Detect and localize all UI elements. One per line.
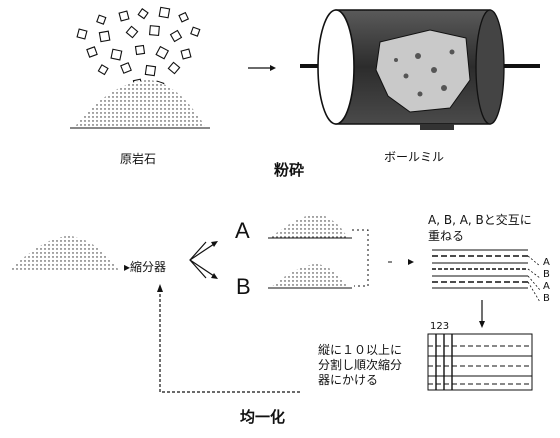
layer-label-a1: A [543, 257, 550, 268]
raw-ore-chunks [76, 6, 201, 91]
pile-a [270, 214, 348, 238]
layer-label-a2: A [543, 281, 550, 292]
raw-ore-label: 原岩石 [120, 152, 157, 166]
ball-mill-label: ボールミル [384, 150, 445, 164]
split-grid [427, 333, 533, 391]
crushing-title: 粉砕 [274, 161, 305, 179]
return-loop [159, 292, 300, 393]
repeat-note-line3: 器にかける [318, 373, 379, 387]
repeat-note-line2: 分割し順次縮分 [318, 358, 403, 372]
layer-label-b2: B [543, 293, 550, 304]
homogenize-title: 均一化 [240, 408, 286, 426]
divider-fork [189, 241, 207, 279]
powder-pile [74, 80, 206, 128]
layer-stack [432, 249, 541, 303]
pile-b [270, 264, 348, 288]
repeat-note-line1: 縦に１０以上に [318, 343, 403, 357]
alternate-note-line2: 重ねる [428, 229, 465, 243]
grid-label: 123 [430, 321, 450, 332]
divider-label: ▸縮分器 [124, 260, 167, 274]
sample-pile [8, 236, 120, 272]
ball-mill-graphic [300, 9, 540, 130]
branch-b-label: B [236, 274, 251, 299]
alternate-note-line1: A, B, A, Bと交互に [428, 213, 532, 227]
branch-a-label: A [235, 218, 250, 243]
layer-label-b1: B [543, 269, 550, 280]
